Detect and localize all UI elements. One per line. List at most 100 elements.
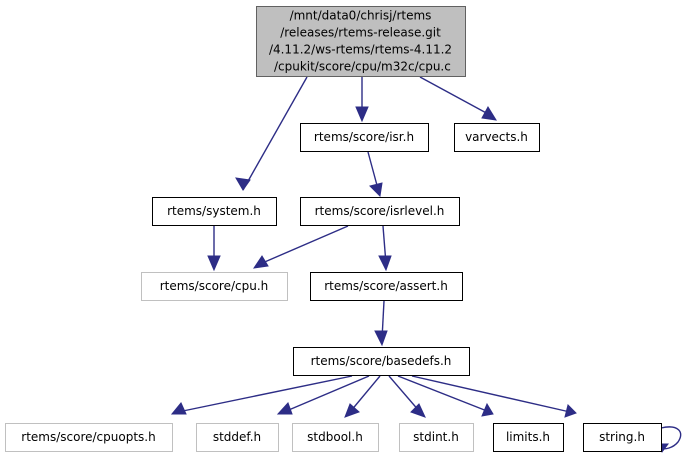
node-box: [5, 423, 173, 452]
node-label-line: rtems/score/assert.h: [324, 279, 448, 293]
node-box: [583, 423, 662, 452]
node-box: [293, 347, 470, 376]
node-label-line: stdbool.h: [307, 430, 363, 444]
graph-node-system[interactable]: rtems/system.h: [152, 197, 277, 226]
node-box: [141, 272, 288, 301]
edge-basedefs-to-limits: [397, 375, 494, 417]
node-label: stddef.h: [213, 430, 261, 444]
edge-root-to-varvects: [419, 76, 497, 121]
node-box: [152, 197, 277, 226]
edge-isrlevel-to-assert: [378, 225, 392, 272]
arrowhead-icon: [344, 403, 360, 418]
node-box: [292, 423, 379, 452]
edge-basedefs-to-stdint: [388, 375, 426, 418]
edge-line: [419, 76, 491, 116]
arrowhead-icon: [481, 106, 497, 121]
arrowhead-icon: [481, 402, 494, 417]
node-label-line: rtems/score/cpu.h: [160, 279, 269, 293]
node-box: [493, 423, 564, 452]
node-box: [300, 123, 429, 152]
node-box: [196, 423, 279, 452]
graph-node-root[interactable]: /mnt/data0/chrisj/rtems/releases/rtems-r…: [256, 6, 466, 77]
node-label-line: /releases/rtems-release.git: [280, 25, 441, 39]
graph-node-cpu: rtems/score/cpu.h: [141, 272, 288, 301]
edge-line: [283, 375, 370, 413]
node-label-line: limits.h: [506, 430, 550, 444]
graph-node-varvects[interactable]: varvects.h: [454, 123, 540, 152]
edge-basedefs-to-stddef: [276, 375, 370, 415]
node-label-line: stdint.h: [413, 430, 459, 444]
graph-node-isr[interactable]: rtems/score/isr.h: [300, 123, 429, 152]
node-label-line: /4.11.2/ws-rtems/rtems-4.11.2: [269, 42, 452, 56]
node-label-line: rtems/score/isrlevel.h: [315, 204, 445, 218]
node-label-line: rtems/system.h: [167, 204, 261, 218]
node-label: stdint.h: [413, 430, 459, 444]
arrowhead-icon: [410, 403, 426, 418]
edge-basedefs-to-cpuopts: [170, 375, 353, 415]
graph-node-basedefs[interactable]: rtems/score/basedefs.h: [293, 347, 470, 376]
edge-isr-to-isrlevel: [367, 151, 383, 198]
node-box: [256, 6, 466, 77]
node-label: string.h: [599, 430, 645, 444]
edge-system-to-cpu: [207, 226, 221, 272]
edge-line: [242, 76, 308, 191]
node-label: rtems/system.h: [167, 204, 261, 218]
edge-line: [349, 375, 381, 413]
edge-line: [411, 375, 571, 413]
edge-line: [177, 375, 353, 413]
node-label-line: stddef.h: [213, 430, 261, 444]
node-label-line: rtems/score/basedefs.h: [311, 354, 452, 368]
node-label-line: /mnt/data0/chrisj/rtems: [290, 8, 432, 22]
node-label: rtems/score/cpuopts.h: [21, 430, 155, 444]
graph-node-assert[interactable]: rtems/score/assert.h: [310, 272, 463, 301]
arrowhead-icon: [170, 402, 187, 415]
node-box: [454, 123, 540, 152]
graph-node-limits[interactable]: limits.h: [493, 423, 564, 452]
edge-root-to-system: [235, 76, 308, 191]
node-label-line: rtems/score/cpuopts.h: [21, 430, 155, 444]
node-label: rtems/score/isr.h: [314, 130, 414, 144]
graph-node-cpuopts: rtems/score/cpuopts.h: [5, 423, 173, 452]
node-label: /mnt/data0/chrisj/rtems/releases/rtems-r…: [269, 8, 452, 73]
edge-line: [397, 375, 488, 412]
node-box: [300, 197, 460, 226]
node-label-line: rtems/score/isr.h: [314, 130, 414, 144]
node-label-line: string.h: [599, 430, 645, 444]
graph-node-string[interactable]: string.h: [583, 423, 662, 452]
nodes-layer: /mnt/data0/chrisj/rtems/releases/rtems-r…: [5, 6, 662, 452]
edges-layer: [170, 76, 682, 453]
arrowhead-icon: [252, 255, 269, 269]
node-label: limits.h: [506, 430, 550, 444]
arrowhead-icon: [369, 182, 383, 198]
graph-node-isrlevel[interactable]: rtems/score/isrlevel.h: [300, 197, 460, 226]
edge-isrlevel-to-cpu: [252, 225, 349, 269]
edge-line: [367, 151, 379, 190]
graph-node-stddef: stddef.h: [196, 423, 279, 452]
node-label: rtems/score/assert.h: [324, 279, 448, 293]
edge-root-to-isr: [355, 77, 369, 123]
graph-node-stdint: stdint.h: [399, 423, 474, 452]
arrowhead-icon: [235, 177, 251, 191]
node-label-line: varvects.h: [465, 130, 528, 144]
arrowhead-icon: [374, 330, 388, 347]
node-label: rtems/score/cpu.h: [160, 279, 269, 293]
arrowhead-icon: [564, 404, 577, 418]
arrowhead-icon: [355, 106, 369, 123]
node-box: [399, 423, 474, 452]
node-label: varvects.h: [465, 130, 528, 144]
node-label: rtems/score/isrlevel.h: [315, 204, 445, 218]
node-label: rtems/score/basedefs.h: [311, 354, 452, 368]
arrowhead-icon: [378, 255, 392, 272]
node-label: stdbool.h: [307, 430, 363, 444]
node-box: [310, 272, 463, 301]
arrowhead-icon: [207, 255, 221, 272]
edge-basedefs-to-stdbool: [344, 375, 381, 418]
edge-line: [388, 375, 421, 413]
edge-line: [259, 225, 349, 265]
node-label-line: /cpukit/score/cpu/m32c/cpu.c: [270, 59, 451, 73]
graph-node-stdbool: stdbool.h: [292, 423, 379, 452]
edge-assert-to-basedefs: [374, 300, 388, 347]
arrowhead-icon: [276, 402, 293, 415]
